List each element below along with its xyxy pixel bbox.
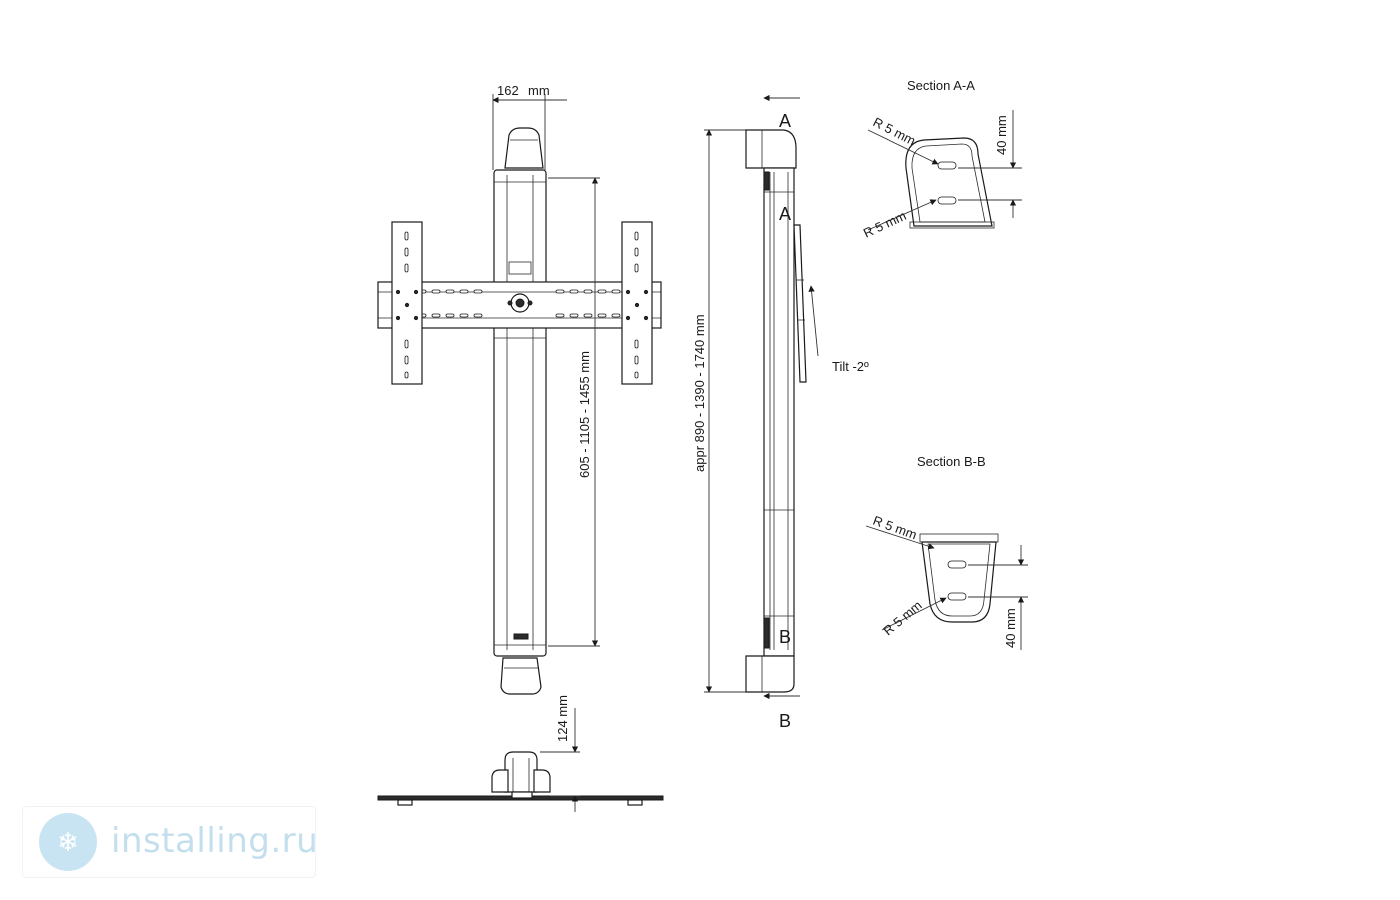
section-a-title: Section A-A	[907, 78, 975, 93]
front-top-cap	[504, 127, 544, 169]
cut-a-mid-label: A	[779, 204, 791, 224]
side-view: appr 890 - 1390 - 1740 mm A A B Tilt -2º	[692, 94, 869, 731]
front-height-value: 605 - 1105 - 1455 mm	[577, 351, 592, 478]
section-b-upper-slot	[947, 560, 967, 569]
watermark: ❄ installing.ru	[22, 806, 319, 878]
section-b-depth: 40 mm	[1003, 608, 1018, 648]
front-width-value: 162	[497, 83, 519, 98]
side-height-value: appr 890 - 1390 - 1740 mm	[692, 314, 707, 472]
cut-a-top-label: A	[779, 111, 791, 131]
front-column-logo-plate	[513, 633, 529, 640]
cut-b-mid-label: B	[779, 627, 791, 647]
front-view: 162 mm	[377, 83, 664, 812]
section-b-radius-top: R 5 mm	[871, 513, 919, 543]
side-bottom-cap	[745, 655, 795, 693]
front-width-unit: mm	[528, 83, 550, 98]
section-a-radius-bottom: R 5 mm	[861, 208, 909, 241]
section-b: Section B-B R 5 mm R 5 mm 40 mm	[865, 454, 1028, 650]
front-column	[493, 169, 547, 657]
side-top-cap	[745, 129, 797, 169]
tilt-label: Tilt -2º	[832, 359, 869, 374]
front-width-dimension: 162 mm	[492, 83, 567, 170]
section-b-title: Section B-B	[917, 454, 986, 469]
section-a-upper-slot	[937, 161, 957, 170]
front-base-view: 124 mm	[377, 695, 664, 812]
side-tilt-bracket	[793, 224, 807, 383]
section-a-depth: 40 mm	[994, 115, 1009, 155]
section-a: Section A-A R 5 mm R 5 mm 40 mm	[861, 78, 1022, 241]
watermark-text: installing.ru	[111, 821, 319, 861]
section-a-lower-slot	[937, 196, 957, 205]
base-height-value: 124 mm	[555, 695, 570, 742]
front-bottom-cap	[500, 657, 542, 695]
side-height-dimension: appr 890 - 1390 - 1740 mm	[692, 129, 760, 693]
side-column	[763, 167, 795, 657]
section-b-radius-bottom: R 5 mm	[880, 598, 924, 639]
cut-b-bottom-label: B	[779, 711, 791, 731]
gear-snowflake-icon: ❄	[39, 813, 97, 871]
front-height-dimension: 605 - 1105 - 1455 mm	[548, 177, 600, 647]
section-b-lower-slot	[947, 592, 967, 601]
